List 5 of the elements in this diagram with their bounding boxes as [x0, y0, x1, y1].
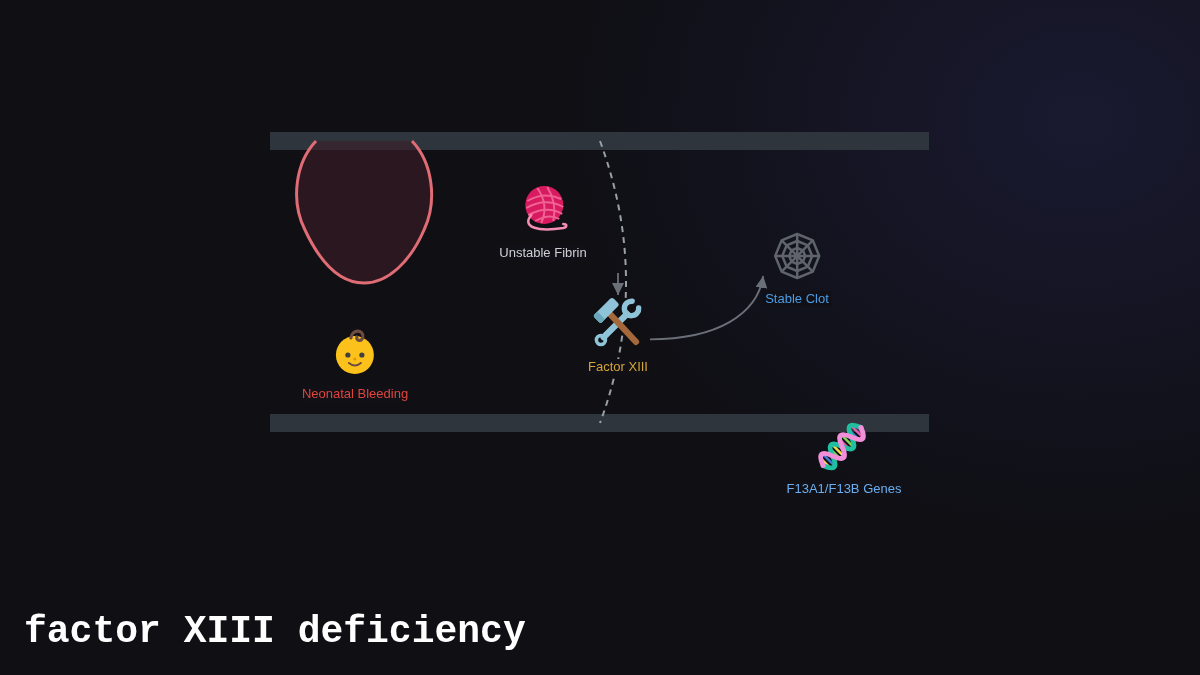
- arrow: [612, 272, 624, 296]
- node-label: Factor XIII: [586, 359, 650, 375]
- arrow: [649, 275, 767, 341]
- diagram-title: factor XIII deficiency: [24, 610, 526, 654]
- node-label: Stable Clot: [763, 291, 831, 307]
